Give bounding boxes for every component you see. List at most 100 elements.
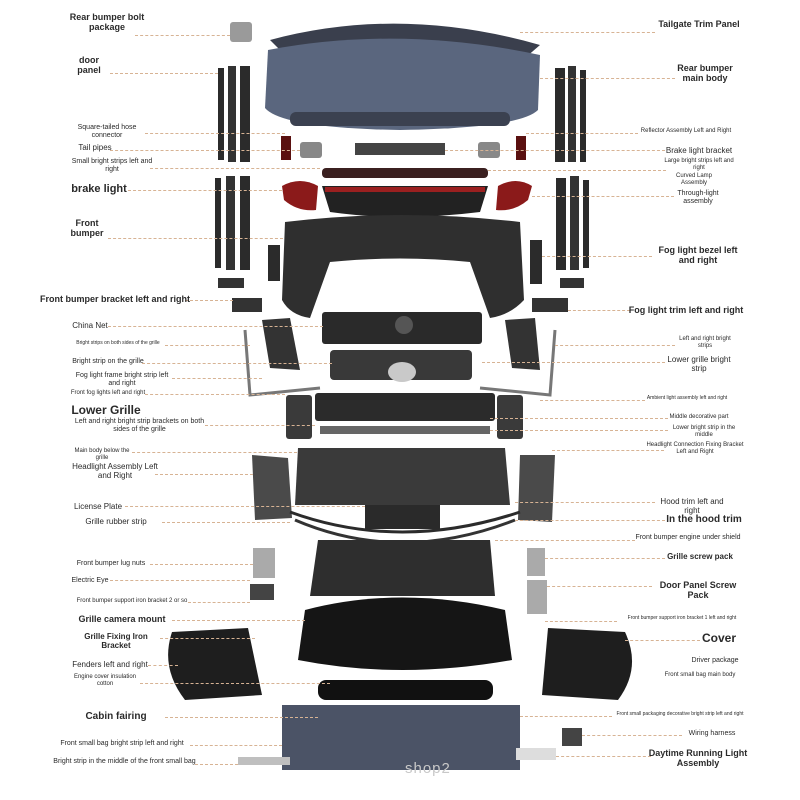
- label-engine-cover-insulation: Engine cover insulation cotton: [73, 674, 137, 687]
- label-ambient-light-assembly: Ambient light assembly left and right: [646, 395, 728, 401]
- bright-strip-left: [243, 329, 321, 397]
- label-rear-bumper-bolt-package: Rear bumper bolt package: [69, 12, 145, 33]
- grille-center-emblem: [388, 362, 416, 382]
- label-through-light-assembly: Through-light assembly: [677, 190, 719, 206]
- label-fog-light-bezel: Fog light bezel left and right: [658, 245, 738, 266]
- leader-line: [482, 362, 665, 363]
- wiring-harness: [562, 728, 582, 746]
- label-electric-eye: Electric Eye: [71, 577, 109, 584]
- leader-line: [582, 735, 682, 736]
- label-cabin-fairing: Cabin fairing: [85, 711, 147, 722]
- label-grille-camera-mount: Grille camera mount: [78, 614, 166, 624]
- label-lower-bright-strip-middle: Lower bright strip in the middle: [672, 425, 736, 438]
- label-front-fog-lights: Front fog lights left and right: [70, 390, 146, 396]
- tailgate-trim-panel: [270, 23, 540, 59]
- label-brake-light-bracket: Brake light bracket: [665, 146, 733, 155]
- brake-light-bracket: [355, 143, 445, 155]
- door-panel-lower-right-3: [583, 180, 589, 268]
- label-tail-pipes: Tail pipes: [78, 143, 112, 152]
- door-panel-lower-left-3: [240, 176, 250, 270]
- label-square-tailed-hose-connector: Square-tailed hose connector: [77, 124, 137, 140]
- headlight-left: [252, 455, 292, 520]
- brake-light-left: [282, 181, 318, 211]
- grille-screw-pack: [527, 548, 545, 576]
- leader-line: [540, 78, 675, 79]
- cabin-fairing: [318, 680, 493, 700]
- leader-line: [108, 238, 283, 239]
- label-fog-light-trim: Fog light trim left and right: [628, 305, 744, 315]
- leader-line: [125, 506, 365, 507]
- door-panel-lower-left-2: [226, 176, 235, 270]
- reflector-left: [281, 136, 291, 160]
- leader-line: [110, 73, 218, 74]
- bumper-bracket-right: [532, 298, 568, 312]
- leader-line: [145, 394, 285, 395]
- label-drl-assembly: Daytime Running Light Assembly: [648, 748, 748, 769]
- through-light-assembly: [322, 186, 488, 217]
- leader-line: [110, 150, 300, 151]
- label-fenders: Fenders left and right: [72, 660, 148, 669]
- label-tailgate-trim-panel: Tailgate Trim Panel: [658, 19, 740, 29]
- door-panel-lower-left-1: [215, 178, 221, 268]
- electric-eye: [250, 584, 274, 600]
- label-brake-light: brake light: [71, 183, 127, 195]
- leader-line: [532, 196, 674, 197]
- leader-line: [495, 540, 635, 541]
- leader-line: [145, 133, 285, 134]
- bolt-package: [230, 22, 252, 42]
- label-large-bright-strips: Large bright strips left and right: [664, 158, 734, 171]
- leader-line: [190, 745, 282, 746]
- label-wiring-harness: Wiring harness: [688, 730, 736, 737]
- leader-line: [526, 133, 638, 134]
- label-rear-bumper-main-body: Rear bumper main body: [677, 63, 733, 84]
- label-grille-rubber-strip: Grille rubber strip: [85, 517, 147, 526]
- watermark: shop2: [405, 760, 451, 777]
- leader-line: [445, 150, 665, 151]
- front-bumper: [282, 215, 524, 318]
- leader-line: [185, 300, 233, 301]
- leader-line: [142, 363, 332, 364]
- bumper-bracket-left: [232, 298, 262, 312]
- leader-line: [205, 425, 315, 426]
- label-license-plate: License Plate: [73, 502, 123, 511]
- leader-line: [172, 378, 262, 379]
- leader-line: [132, 452, 297, 453]
- label-door-panel-screw-pack: Door Panel Screw Pack: [659, 580, 737, 601]
- leader-line: [155, 474, 253, 475]
- label-middle-decorative-part: Middle decorative part: [669, 414, 729, 420]
- main-body-below-grille: [295, 448, 510, 505]
- fog-frame-right: [505, 318, 540, 370]
- label-headlight-assembly: Headlight Assembly Left and Right: [72, 462, 158, 481]
- grille-emblem: [395, 316, 413, 334]
- curved-lamp: [325, 187, 485, 192]
- hood-cover: [298, 597, 512, 670]
- reflector-right: [516, 136, 526, 160]
- fog-light-left: [286, 395, 312, 439]
- leader-line: [110, 580, 250, 581]
- label-curved-lamp-assembly: Curved Lamp Assembly: [675, 173, 713, 186]
- label-bright-strips-both-sides: Bright strips on both sides of the grill…: [76, 340, 160, 346]
- leader-line: [108, 326, 323, 327]
- drl-assembly: [516, 748, 556, 760]
- leader-line: [568, 310, 630, 311]
- label-driver-package: Driver package: [691, 657, 739, 664]
- door-panel-right-2: [568, 66, 576, 162]
- label-grille-fixing-iron-bracket: Grille Fixing Iron Bracket: [84, 632, 148, 651]
- label-door-panel: door panel: [77, 55, 101, 76]
- leader-line: [490, 430, 668, 431]
- label-fog-light-frame-strip: Fog light frame bright strip left and ri…: [75, 372, 169, 388]
- leader-line: [488, 170, 666, 171]
- rear-bumper-main-body: [265, 38, 540, 130]
- leader-line: [542, 256, 652, 257]
- leader-line: [128, 190, 282, 191]
- leader-line: [625, 640, 700, 641]
- leader-line: [490, 418, 668, 419]
- door-panel-screw-pack: [527, 580, 547, 614]
- label-lower-grille: Lower Grille: [71, 403, 141, 417]
- engine-under-shield: [310, 540, 495, 596]
- leader-line: [150, 168, 320, 169]
- label-support-iron-bracket-2: Front bumper support iron bracket 2 or s…: [76, 598, 188, 604]
- bracket-small-left: [218, 278, 244, 288]
- door-panel-lower-right-2: [570, 176, 579, 270]
- label-bright-strip-on-grille: Bright strip on the grille: [72, 358, 144, 365]
